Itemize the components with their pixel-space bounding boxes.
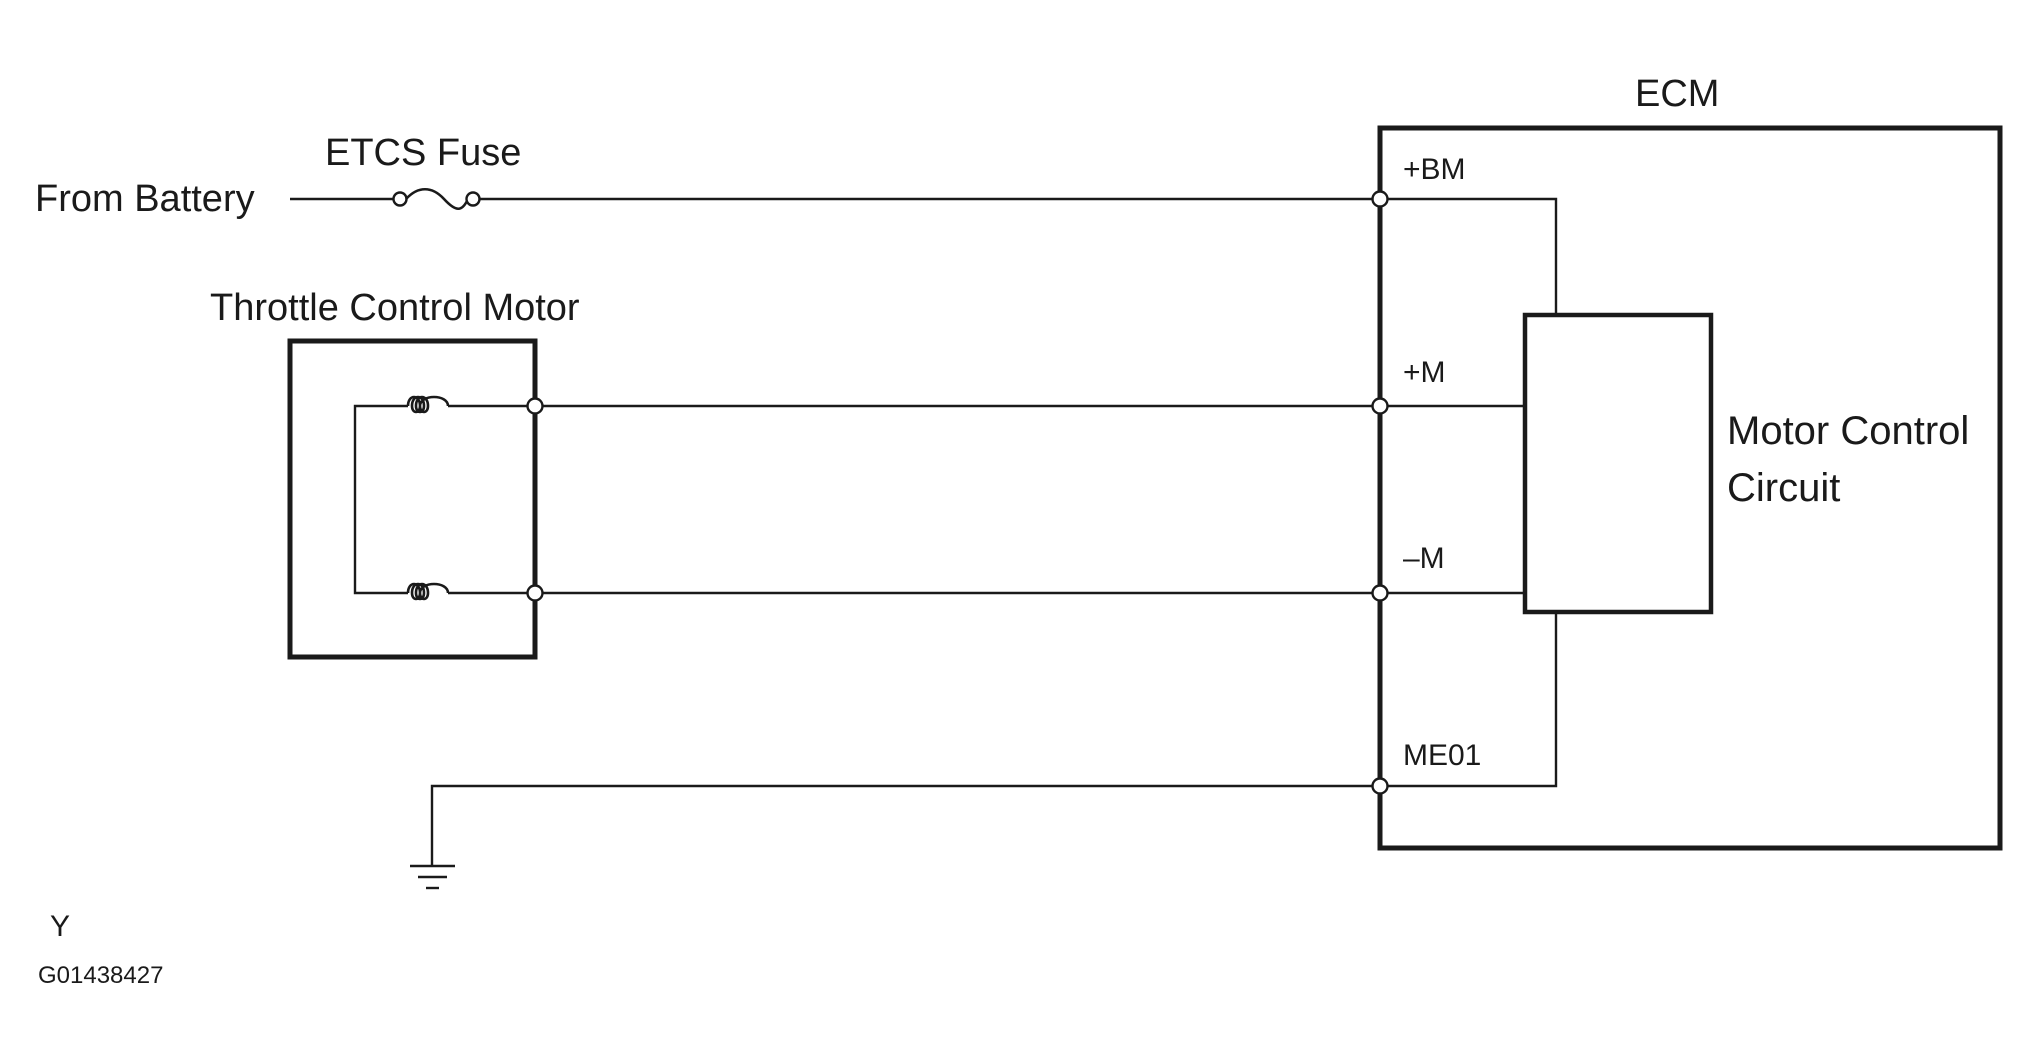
terminal-icon — [1371, 584, 1389, 602]
terminal-icon — [1371, 777, 1389, 795]
ecm-label: ECM — [1635, 73, 1719, 115]
throttle-control-motor-label: Throttle Control Motor — [210, 287, 580, 329]
terminal-label-m-plus: +M — [1403, 356, 1446, 389]
ecm-box — [1377, 125, 2003, 851]
motor-loop-wire — [353, 404, 408, 595]
fuse-icon — [392, 187, 481, 211]
terminal-label-me01: ME01 — [1403, 739, 1481, 772]
coil-icon — [406, 395, 450, 414]
terminal-icon — [526, 397, 544, 415]
from-battery-label: From Battery — [35, 178, 255, 220]
terminal-icon — [1371, 397, 1389, 415]
footer-code: Y — [50, 910, 70, 943]
figure-id: G01438427 — [38, 962, 163, 989]
etcs-fuse-label: ETCS Fuse — [325, 132, 521, 174]
terminal-icon — [1371, 190, 1389, 208]
ground-icon — [410, 864, 455, 890]
terminal-label-m-minus: –M — [1403, 542, 1445, 575]
motor-control-circuit-box — [1522, 312, 1714, 615]
motor-control-circuit-label-line2: Circuit — [1727, 466, 1840, 510]
terminal-label-bm: +BM — [1403, 153, 1466, 186]
terminal-icon — [526, 584, 544, 602]
me01-ground-wire — [430, 784, 1373, 866]
bm-internal-wire — [1387, 197, 1558, 315]
throttle-control-motor-box — [287, 338, 538, 660]
coil-icon — [406, 582, 450, 601]
motor-control-circuit-label-line1: Motor Control — [1727, 409, 1969, 453]
me01-internal-wire — [1387, 612, 1558, 788]
